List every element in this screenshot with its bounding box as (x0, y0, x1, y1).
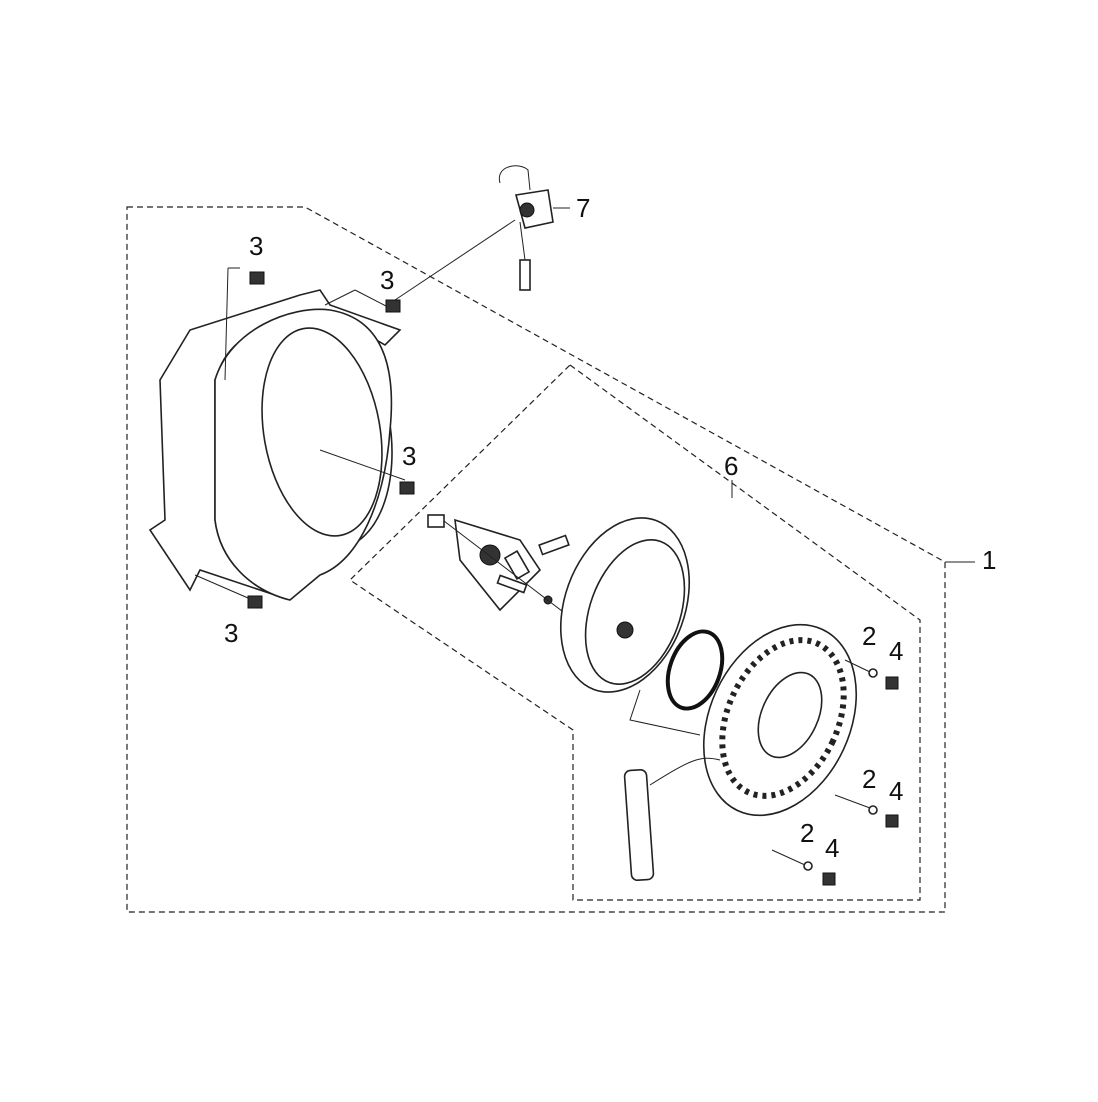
assembly-6-boundary (349, 364, 921, 901)
callout-1: 1 (982, 545, 996, 575)
callout-2: 2 (862, 764, 876, 794)
callout-6: 6 (724, 451, 738, 481)
callout-3: 3 (402, 441, 416, 471)
engine-switch (394, 165, 570, 301)
starter-reel (559, 517, 725, 736)
fan-shroud (148, 289, 406, 601)
callout-3: 3 (380, 265, 394, 295)
callout-4: 4 (889, 636, 903, 666)
assembly-1-boundary (126, 206, 946, 913)
starter-cover (623, 623, 858, 882)
callout-2: 2 (800, 818, 814, 848)
callout-3: 3 (224, 618, 238, 648)
washers-bolts (771, 659, 899, 886)
callout-4: 4 (889, 776, 903, 806)
callout-7: 7 (576, 193, 590, 223)
callout-3: 3 (249, 231, 263, 261)
callout-2: 2 (862, 621, 876, 651)
bolts-3 (194, 267, 415, 609)
callout-4: 4 (825, 833, 839, 863)
